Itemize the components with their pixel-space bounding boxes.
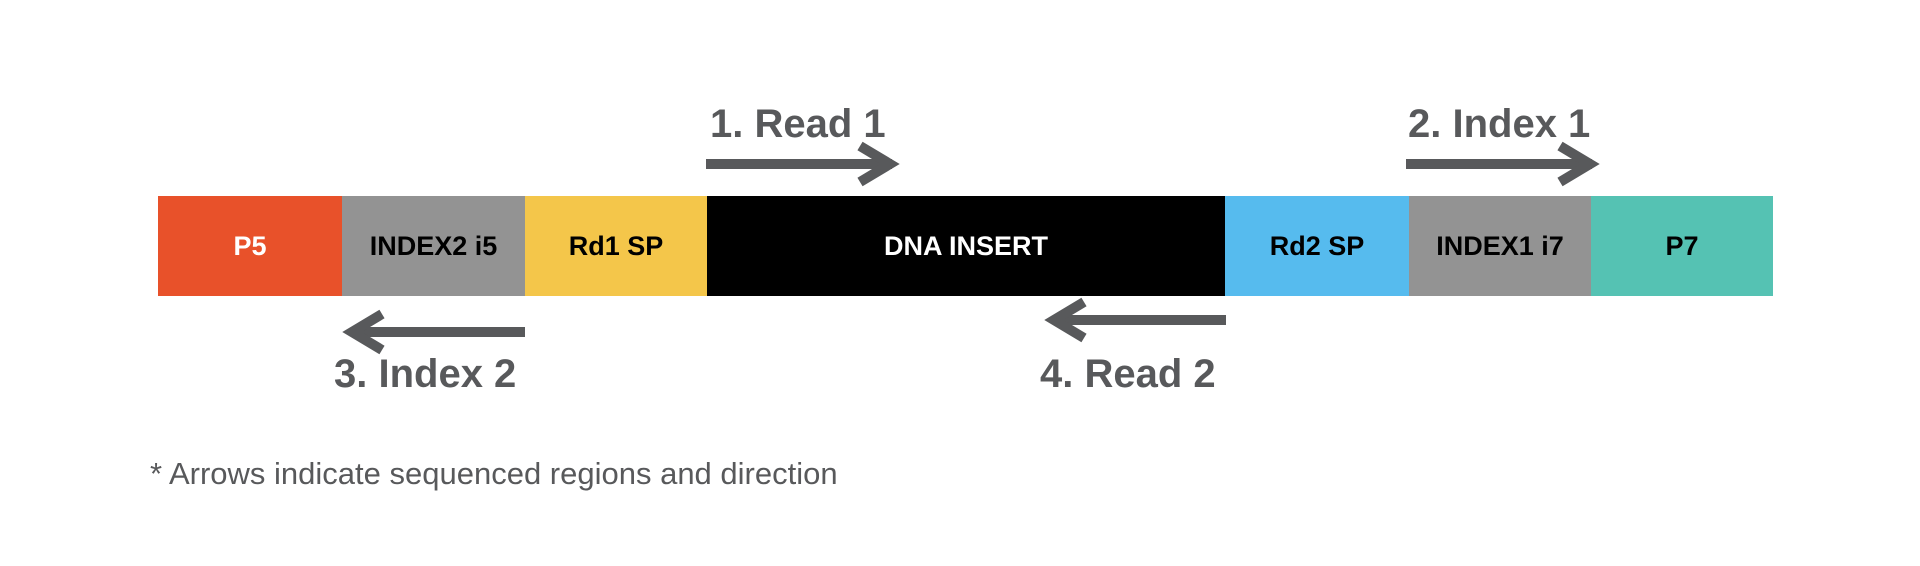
segment-dna-insert: DNA INSERT [707, 196, 1225, 296]
segment-label-p5: P5 [233, 230, 267, 261]
segment-index2-i5: INDEX2 i5 [342, 196, 525, 296]
segment-label-rd2-sp: Rd2 SP [1269, 230, 1365, 261]
footnote: * Arrows indicate sequenced regions and … [150, 456, 838, 491]
segment-rd1-sp: Rd1 SP [525, 196, 707, 296]
read2-label: 4. Read 2 [1040, 352, 1216, 396]
segment-label-dna-insert: DNA INSERT [883, 230, 1048, 261]
read2-arrow-icon [1044, 297, 1226, 343]
segment-index1-i7: INDEX1 i7 [1409, 196, 1591, 296]
index2-label: 3. Index 2 [334, 352, 517, 396]
segment-p5: P5 [158, 196, 342, 296]
segment-label-index1-i7: INDEX1 i7 [1436, 230, 1564, 261]
index1-arrow-icon [1406, 141, 1600, 187]
index1-label: 2. Index 1 [1408, 102, 1591, 146]
read1-arrow-icon [706, 141, 900, 187]
read1-label: 1. Read 1 [710, 102, 886, 146]
index2-arrow-icon [342, 309, 525, 355]
segment-label-p7: P7 [1665, 230, 1699, 261]
segment-rd2-sp: Rd2 SP [1225, 196, 1409, 296]
segment-p7: P7 [1591, 196, 1773, 296]
segment-label-index2-i5: INDEX2 i5 [369, 230, 498, 261]
segment-label-rd1-sp: Rd1 SP [568, 230, 664, 261]
